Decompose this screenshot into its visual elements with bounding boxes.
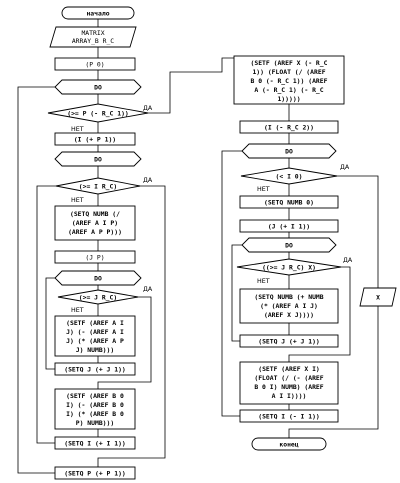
setf-bi-line-1: (SETF (AREF B 0 xyxy=(66,392,124,400)
condition-i0-label: (< I 0) xyxy=(276,173,303,181)
input-matrix-line-1: MATRIX xyxy=(81,29,104,37)
yes-label-i0: ДА xyxy=(340,164,350,171)
start-label: начало xyxy=(86,10,109,18)
input-matrix-line-2: ARRAY_B R_C xyxy=(72,37,114,45)
setq-numb-block xyxy=(54,205,136,241)
condition-j-label: (>= J R_C) xyxy=(79,294,117,302)
setf-xi-line-4: A I I)))) xyxy=(272,392,307,400)
init-j-back-label: (J (+ I 1)) xyxy=(268,223,310,231)
end-label: конец xyxy=(279,441,298,449)
init-j-label: (J P) xyxy=(85,254,104,262)
setf-bi-line-2: I) (- (AREF B 0 xyxy=(66,401,124,409)
yes-label-i: ДА xyxy=(143,177,153,184)
setf-xi-line-1: (SETF (AREF X I) xyxy=(258,365,320,373)
setf-xi-line-2: (FLOAT (/ (- (AREF xyxy=(254,374,323,382)
exit-p-line xyxy=(148,57,234,114)
input-matrix-block xyxy=(49,26,137,48)
setf-x-last-line-2: 1)) (FLOAT (/ (AREF xyxy=(252,68,325,76)
yes-label-jx: ДА xyxy=(343,257,353,264)
setf-x-last-line-3: B 0 (- R_C 1)) (AREF xyxy=(251,77,328,85)
loop-back-j-back-line xyxy=(231,244,242,342)
setf-x-last-line-4: A (- R_C 1) (- R_C xyxy=(254,86,323,94)
setf-bi-line-4: P) NUMB))) xyxy=(76,419,114,427)
loop-back-j-label: DO xyxy=(285,242,293,250)
setq-i-label: (SETQ I (+ I 1)) xyxy=(64,440,126,448)
init-i-block xyxy=(54,132,136,146)
loop-back-i-label: DO xyxy=(285,148,293,156)
setq-numb-sum-line-1: (SETQ NUMB (+ NUMB xyxy=(254,293,323,301)
setq-i-dec-label: (SETQ I (- I 1)) xyxy=(258,413,320,421)
no-label-i0: НЕТ xyxy=(257,186,270,193)
no-label-p: НЕТ xyxy=(71,126,84,133)
setf-aij-block xyxy=(54,315,136,357)
output-to-end-line xyxy=(288,306,379,438)
loop-i-hexagon xyxy=(54,151,142,167)
condition-jx-label: ((>= J R_C) X) xyxy=(262,264,316,272)
setf-aij-line-2: J) (- (AREF A I xyxy=(66,328,124,336)
setq-numb0-label: (SETQ NUMB 0) xyxy=(264,199,314,207)
setq-numb-line-1: (SETQ NUMB (/ xyxy=(70,210,120,218)
exit-i-line xyxy=(97,185,166,467)
setf-xi-block xyxy=(239,361,339,405)
loop-j-back-line xyxy=(45,277,55,370)
no-label-i: НЕТ xyxy=(71,197,84,204)
output-x-label: X xyxy=(376,294,380,302)
setf-aij-line-4: J) NUMB))) xyxy=(76,346,114,354)
loop-p-back-line xyxy=(17,86,55,474)
loop-p-label: DO xyxy=(94,84,102,92)
output-x-block xyxy=(359,287,397,307)
init-p-label: (P 0) xyxy=(85,61,104,69)
setq-numb-sum-line-2: (* (AREF A I J) xyxy=(260,302,318,310)
yes-label-j: ДА xyxy=(143,286,153,293)
setf-x-last-line-5: 1))))) xyxy=(277,95,300,103)
condition-i-label: (>= I R_C) xyxy=(79,183,117,191)
setq-j-label: (SETQ J (+ J 1)) xyxy=(64,366,126,374)
no-label-j: НЕТ xyxy=(71,307,84,314)
exit-jx-line xyxy=(288,266,351,362)
setq-j2-label: (SETQ J (+ J 1)) xyxy=(258,338,320,346)
init-j-block xyxy=(54,250,136,264)
setf-bi-line-3: I) (* (AREF B 0 xyxy=(66,410,124,418)
setq-numb-sum-block xyxy=(239,288,339,324)
yes-label-p: ДА xyxy=(143,105,153,112)
setf-aij-line-3: J) (* (AREF A P xyxy=(66,337,124,345)
setq-p-label: (SETQ P (+ P 1)) xyxy=(64,470,126,478)
setf-xi-line-3: B 0 I) NUMB) (AREF xyxy=(254,383,323,391)
setf-bi-block xyxy=(54,388,136,430)
setf-x-last-line-1: (SETF (AREF X (- R_C xyxy=(251,59,328,67)
no-label-jx: НЕТ xyxy=(257,278,270,285)
exit-j-line xyxy=(97,296,152,389)
condition-p-label: (>= P (- R_C 1)) xyxy=(67,110,129,118)
setq-numb-sum-line-3: (AREF X J)))) xyxy=(264,311,314,319)
setf-aij-line-1: (SETF (AREF A I xyxy=(66,319,124,327)
exit-i0-line xyxy=(337,175,379,288)
setq-numb-line-2: (AREF A I P) xyxy=(72,219,118,227)
loop-j-label: DO xyxy=(94,275,102,283)
loop-i-label: DO xyxy=(94,156,102,164)
loop-i-back-line xyxy=(36,185,56,444)
loop-back-i-back-line xyxy=(221,150,242,417)
init-i-label: (I (+ P 1)) xyxy=(74,136,116,144)
init-p-block xyxy=(54,57,136,71)
setf-x-last-block xyxy=(233,55,345,105)
init-i-back-label: (I (- R_C 2)) xyxy=(264,124,314,132)
setq-numb-line-3: (AREF A P P))) xyxy=(68,228,122,236)
